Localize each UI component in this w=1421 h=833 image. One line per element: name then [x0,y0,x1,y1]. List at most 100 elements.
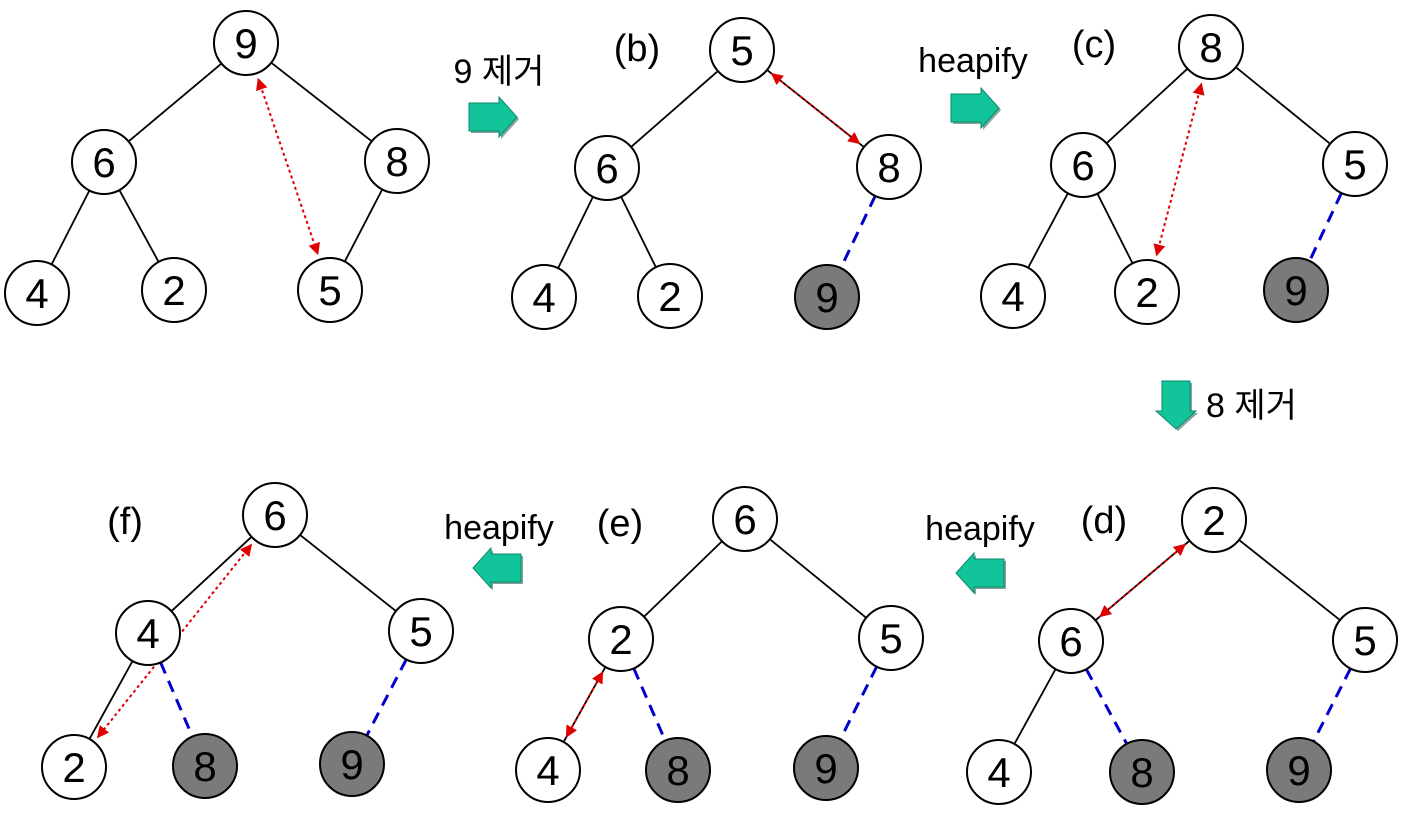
node-circle [856,134,922,200]
edge-f-root-l [170,536,253,612]
panel-label-d: (d) [1081,500,1127,542]
swap-arrow-e [565,671,604,738]
node-d-l: 6 [1038,608,1104,674]
node-circle [242,482,308,548]
node-b-rl: 9 [794,264,860,330]
node-value: 4 [1001,273,1024,320]
removed-node-circle [1263,257,1329,323]
edge-c-l-ll [1027,192,1069,269]
node-circle [213,10,279,76]
node-e-r: 5 [858,605,924,671]
swap-arrow-d [1099,543,1186,618]
edge-f-l-lr [159,661,194,738]
node-value: 6 [733,496,756,543]
node-b-root: 5 [709,17,775,83]
node-value: 9 [1287,747,1310,794]
step-arrow-right-icon [468,95,518,139]
node-d-r: 5 [1332,607,1398,673]
node-d-rl: 9 [1266,737,1332,803]
step-arrow-down-icon [1154,380,1198,430]
step-arrow-left-icon [472,546,522,590]
edge-e-root-r [769,538,867,619]
node-c-rl: 9 [1263,257,1329,323]
node-circle [297,257,363,323]
node-b-r: 8 [856,134,922,200]
node-value: 8 [666,747,689,794]
removed-node-circle [1266,737,1332,803]
removed-node-circle [793,735,859,801]
edge-f-l-ll [88,660,134,740]
node-circle [41,734,107,800]
node-e-l: 2 [588,606,654,672]
step-label: 8 제거 [1206,387,1297,425]
edge-e-l-lr [632,667,667,742]
removed-node-circle [1109,739,1175,805]
node-circle [4,260,70,326]
node-value: 4 [532,274,555,321]
node-value: 5 [1343,141,1366,188]
node-value: 5 [409,608,432,655]
node-value: 9 [1284,267,1307,314]
node-value: 4 [25,270,48,317]
node-c-root: 8 [1178,14,1244,80]
node-value: 2 [1202,497,1225,544]
edge-a-r-rl [343,188,384,263]
swap-arrow-b [770,72,861,145]
node-value: 2 [609,616,632,663]
node-f-ll: 2 [41,734,107,800]
node-b-lr: 2 [637,263,703,329]
node-value: 2 [1135,269,1158,316]
edge-d-root-r [1238,539,1341,621]
node-value: 9 [234,20,257,67]
node-e-root: 6 [712,486,778,552]
panel-label-b: (b) [614,28,660,70]
step-a-b: 9 제거 [454,53,544,139]
node-c-lr: 2 [1114,259,1180,325]
node-value: 9 [815,274,838,321]
node-circle [1332,607,1398,673]
node-value: 2 [658,273,681,320]
edge-b-root-l [630,70,719,148]
node-value: 6 [263,492,286,539]
node-f-lr: 8 [172,733,238,799]
node-value: 8 [385,138,408,185]
edge-a-root-r [270,61,373,143]
node-circle [1114,259,1180,325]
edge-d-r-rl [1312,667,1352,743]
node-d-root: 2 [1181,487,1247,553]
node-circle [141,257,207,323]
edge-c-root-l [1105,68,1189,144]
node-circle [1181,487,1247,553]
node-a-ll: 4 [4,260,70,326]
node-value: 9 [814,745,837,792]
node-e-lr: 8 [645,737,711,803]
edge-b-r-rl [839,195,877,269]
node-circle [588,606,654,672]
node-b-ll: 4 [511,264,577,330]
panel-label-e: (e) [597,503,643,545]
node-e-ll: 4 [515,737,581,803]
edge-a-l-lr [118,189,160,263]
step-label: heapify [444,509,554,547]
node-a-lr: 2 [141,257,207,323]
swap-arrow-f [96,543,253,739]
node-circle [511,264,577,330]
panel-label-c: (c) [1072,24,1116,66]
edge-d-l-lr [1084,668,1129,745]
edge-b-l-lr [620,196,657,268]
node-circle [1322,131,1388,197]
node-circle [364,128,430,194]
edge-f-r-rl [365,658,408,737]
node-circle [709,17,775,83]
edge-c-root-r [1235,66,1331,145]
node-circle [71,129,137,195]
node-circle [388,598,454,664]
edge-c-l-lr [1096,193,1134,264]
edge-a-l-ll [50,190,91,265]
node-e-rl: 9 [793,735,859,801]
node-f-root: 6 [242,482,308,548]
node-value: 5 [879,615,902,662]
node-value: 5 [730,27,753,74]
node-a-l: 6 [71,129,137,195]
